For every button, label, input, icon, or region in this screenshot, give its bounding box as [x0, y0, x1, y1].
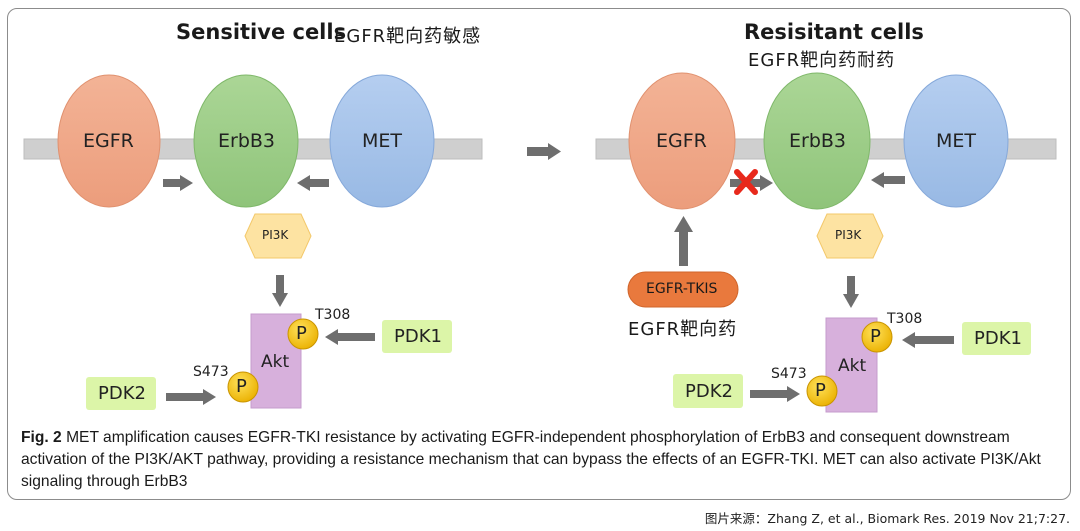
erbb3-label-right: ErbB3 [789, 130, 846, 152]
s473-label-left: S473 [193, 364, 229, 380]
met-label-left: MET [362, 130, 403, 152]
phospho-t308-right [861, 321, 893, 353]
p-label-t308-left: P [296, 323, 307, 344]
arrow-pi3k-to-akt-right [843, 276, 859, 308]
phospho-t308-left [287, 318, 319, 350]
left-title-en: Sensitive cells [176, 20, 347, 44]
p-label-s473-left: P [236, 376, 247, 397]
pdk2-box-right [673, 374, 743, 408]
pdk2-label-right: PDK2 [685, 381, 733, 402]
left-title-cn: EGFR靶向药敏感 [334, 26, 482, 47]
egfr-label-right: EGFR [656, 130, 707, 152]
akt-label-left: Akt [261, 352, 290, 372]
pdk2-label-left: PDK2 [98, 383, 146, 404]
egfr-tkis-label: EGFR-TKIS [646, 281, 718, 297]
arrow-pi3k-to-akt-left [272, 275, 288, 307]
arrow-met-to-erbb3-right [871, 172, 905, 188]
egfr-tkis-pill [627, 271, 739, 308]
phospho-s473-left [227, 371, 259, 403]
arrow-drug-to-egfr [674, 216, 693, 266]
pdk1-box-right [962, 322, 1031, 355]
arrow-egfr-to-erbb3-left [163, 175, 193, 191]
erbb3-receptor-right [763, 72, 871, 210]
t308-label-left: T308 [315, 307, 351, 323]
figure-caption: Fig. 2 MET amplification causes EGFR-TKI… [21, 427, 1051, 493]
egfr-label-left: EGFR [83, 130, 134, 152]
right-title-cn: EGFR靶向药耐药 [748, 50, 896, 71]
pdk1-box-left [382, 320, 452, 353]
egfr-drug-cn-label: EGFR靶向药 [628, 319, 738, 340]
right-title-en: Resisitant cells [744, 20, 924, 44]
akt-label-right: Akt [838, 356, 867, 376]
block-x-icon [734, 169, 758, 195]
egfr-receptor-right [628, 72, 736, 210]
image-source-credit: 图片来源：Zhang Z, et al., Biomark Res. 2019 … [704, 511, 1070, 526]
p-label-t308-right: P [870, 326, 881, 347]
met-receptor-left [329, 74, 435, 208]
p-label-s473-right: P [815, 380, 826, 401]
caption-text: MET amplification causes EGFR-TKI resist… [21, 429, 1041, 490]
erbb3-receptor-left [193, 74, 299, 208]
arrow-transition [527, 143, 561, 160]
phospho-s473-right [806, 375, 838, 407]
arrow-pdk1-to-p-right [902, 332, 954, 348]
arrow-pdk1-to-p-left [325, 329, 375, 345]
pi3k-hexagon-left [244, 213, 312, 259]
pdk2-box-left [86, 377, 156, 410]
figure-frame [7, 8, 1071, 500]
erbb3-label-left: ErbB3 [218, 130, 275, 152]
figure-label: Fig. 2 [21, 429, 62, 446]
pi3k-label-left: PI3K [262, 228, 289, 242]
arrow-pdk2-to-p-left [166, 389, 216, 405]
pi3k-label-right: PI3K [835, 228, 862, 242]
met-label-right: MET [936, 130, 977, 152]
t308-label-right: T308 [887, 311, 923, 327]
pdk1-label-left: PDK1 [394, 326, 442, 347]
pdk1-label-right: PDK1 [974, 328, 1022, 349]
met-receptor-right [903, 74, 1009, 208]
arrow-met-to-erbb3-left [297, 175, 329, 191]
pi3k-hexagon-right [816, 213, 884, 259]
s473-label-right: S473 [771, 366, 807, 382]
arrow-pdk2-to-p-right [750, 386, 800, 402]
egfr-receptor-left [57, 74, 161, 208]
